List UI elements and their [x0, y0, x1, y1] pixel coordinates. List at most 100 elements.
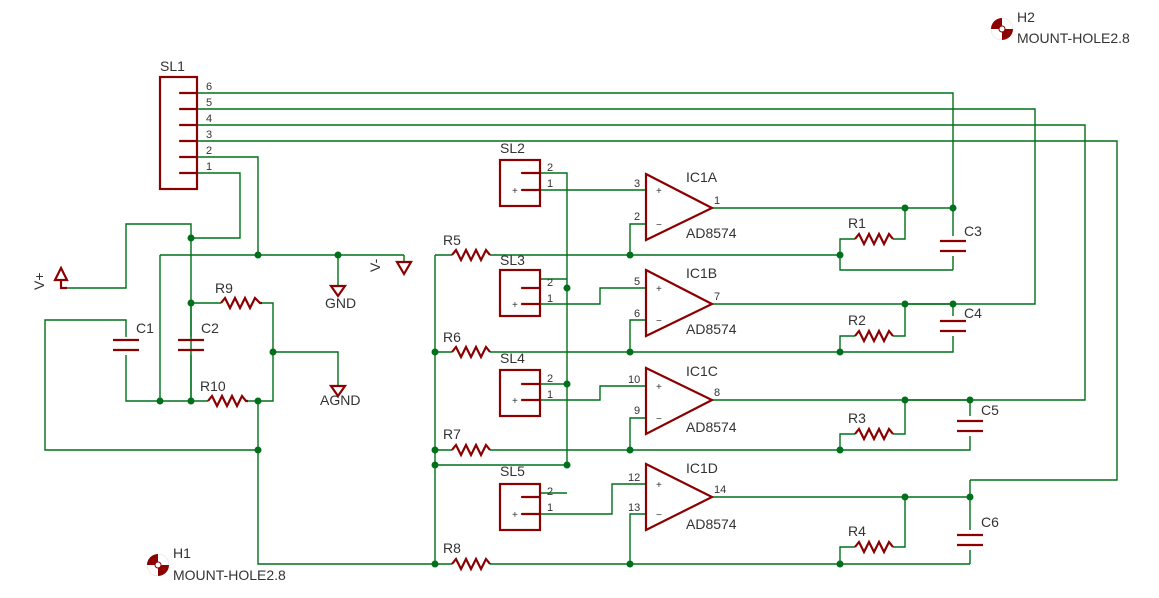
- resistor-r8: R8: [443, 540, 491, 572]
- sl2-pin-2: 2: [547, 162, 553, 174]
- c3-label: C3: [964, 223, 982, 239]
- capacitor-c2: C2: [178, 320, 219, 401]
- h1-type: MOUNT-HOLE2.8: [173, 567, 286, 583]
- ic1c-pin-out: 8: [714, 387, 720, 399]
- sl2-plus: +: [512, 186, 518, 197]
- agnd-label: AGND: [320, 392, 360, 408]
- capacitor-c4: C4: [940, 305, 982, 333]
- ic1d-model: AD8574: [686, 516, 737, 532]
- h1-label: H1: [173, 545, 191, 561]
- connector-sl2: SL2 2 1 +: [498, 140, 553, 208]
- capacitor-c5: C5: [957, 402, 999, 433]
- resistor-r6: R6: [443, 329, 491, 360]
- r3-label: R3: [848, 410, 866, 426]
- resistor-r9: R9: [215, 280, 262, 311]
- sl5-pin-1: 1: [547, 502, 553, 514]
- connector-sl4: SL4 2 1 +: [498, 350, 553, 418]
- sl4-label: SL4: [500, 350, 525, 366]
- capacitor-c1: C1: [113, 320, 154, 352]
- r5-label: R5: [443, 232, 461, 248]
- ic1a-model: AD8574: [686, 225, 737, 241]
- ic1a-pin-minus: 2: [634, 211, 640, 223]
- agnd-symbol: AGND: [320, 384, 360, 408]
- resistor-r7: R7: [443, 426, 491, 458]
- ic1c-model: AD8574: [686, 419, 737, 435]
- ic1b-plus-sign: +: [656, 284, 662, 295]
- resistor-r1: R1: [848, 215, 894, 247]
- mount-hole-h2: H2 MOUNT-HOLE2.8: [991, 9, 1130, 46]
- h2-type: MOUNT-HOLE2.8: [1017, 30, 1130, 46]
- r9-label: R9: [215, 280, 233, 296]
- ic1d-plus-sign: +: [656, 480, 662, 491]
- h2-label: H2: [1017, 9, 1035, 25]
- sl1-pin-2: 2: [206, 145, 212, 157]
- ic1d-pin-out: 14: [714, 484, 726, 496]
- sl4-plus: +: [512, 396, 518, 407]
- ic1c-plus-sign: +: [656, 382, 662, 393]
- connector-sl1: SL1 6 5 4 3 2 1: [158, 58, 212, 191]
- sl1-pin-6: 6: [206, 81, 212, 93]
- sl3-label: SL3: [500, 252, 525, 268]
- sl4-pin-2: 2: [547, 373, 553, 385]
- c6-label: C6: [981, 514, 999, 530]
- vplus-symbol: V+: [31, 265, 69, 290]
- ic1a-pin-plus: 3: [634, 178, 640, 190]
- sl1-pin-5: 5: [206, 97, 212, 109]
- ic1d-pin-minus: 13: [628, 502, 640, 514]
- resistor-r5: R5: [443, 232, 491, 263]
- r4-label: R4: [848, 523, 866, 539]
- sl1-pin-1: 1: [206, 161, 212, 173]
- sl2-label: SL2: [500, 140, 525, 156]
- vminus-symbol: V-: [367, 258, 413, 277]
- r6-label: R6: [443, 329, 461, 345]
- sl3-plus: +: [512, 300, 518, 311]
- sl2-pin-1: 1: [547, 178, 553, 190]
- sl1-pin-4: 4: [206, 113, 212, 125]
- junctions: [156, 204, 974, 568]
- connector-sl5: SL5 2 1 +: [498, 463, 553, 532]
- r8-label: R8: [443, 540, 461, 556]
- r7-label: R7: [443, 426, 461, 442]
- opamp-ic1b: IC1B AD8574 5 6 7 + −: [634, 265, 737, 338]
- sl1-label: SL1: [160, 58, 185, 74]
- mount-hole-h1: H1 MOUNT-HOLE2.8: [147, 545, 286, 583]
- ic1a-pin-out: 1: [714, 195, 720, 207]
- ic1c-pin-minus: 9: [634, 405, 640, 417]
- c4-label: C4: [964, 305, 982, 321]
- sl5-label: SL5: [500, 463, 525, 479]
- vplus-label: V+: [31, 272, 47, 290]
- ic1b-pin-minus: 6: [634, 308, 640, 320]
- ic1b-name: IC1B: [686, 265, 717, 281]
- ic1d-name: IC1D: [686, 460, 718, 476]
- resistor-r2: R2: [848, 312, 894, 344]
- sl3-pin-1: 1: [547, 293, 553, 305]
- c5-label: C5: [981, 402, 999, 418]
- gnd-label: GND: [325, 295, 356, 311]
- ic1b-model: AD8574: [686, 321, 737, 337]
- connector-sl3: SL3 2 1 +: [498, 252, 553, 318]
- ic1b-minus-sign: −: [656, 316, 662, 327]
- ic1b-pin-plus: 5: [634, 276, 640, 288]
- ic1d-minus-sign: −: [656, 510, 662, 521]
- ic1c-pin-plus: 10: [628, 374, 640, 386]
- sl1-pin-3: 3: [206, 129, 212, 141]
- sl4-pin-1: 1: [547, 389, 553, 401]
- opamp-ic1c: IC1C AD8574 10 9 8 + −: [628, 363, 737, 436]
- capacitor-c3: C3: [940, 223, 982, 253]
- sl5-pin-2: 2: [547, 486, 553, 498]
- ic1c-minus-sign: −: [656, 414, 662, 425]
- c2-label: C2: [201, 320, 219, 336]
- gnd-symbol: GND: [325, 284, 356, 311]
- resistor-r3: R3: [848, 410, 894, 442]
- vminus-label: V-: [367, 258, 383, 272]
- sl5-plus: +: [512, 510, 518, 521]
- opamp-ic1a: IC1A AD8574 3 2 1 + −: [634, 169, 737, 242]
- ic1c-name: IC1C: [686, 363, 718, 379]
- sl3-pin-2: 2: [547, 277, 553, 289]
- opamp-ic1d: IC1D AD8574 12 13 14 + −: [628, 460, 737, 532]
- resistor-r4: R4: [848, 523, 894, 555]
- ic1a-minus-sign: −: [656, 220, 662, 231]
- ic1d-pin-plus: 12: [628, 472, 640, 484]
- r2-label: R2: [848, 312, 866, 328]
